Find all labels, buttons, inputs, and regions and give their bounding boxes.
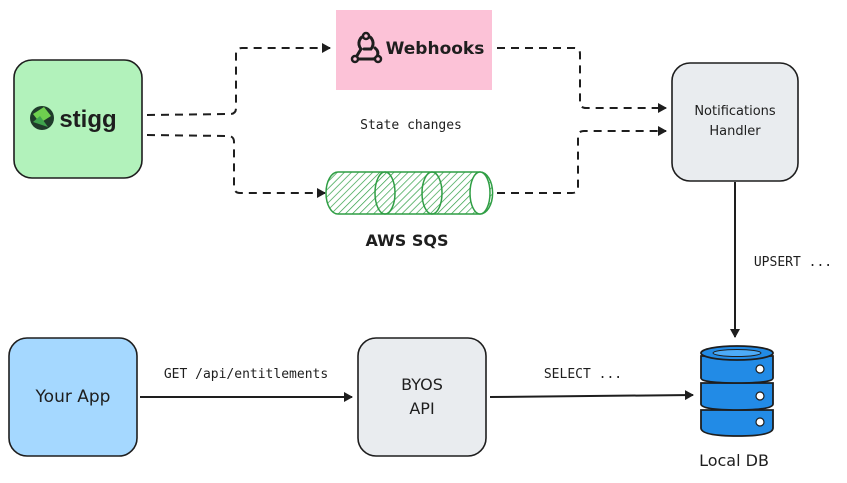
node-your-app[interactable]: Your App <box>8 337 138 457</box>
local-db-label: Local DB <box>699 451 769 470</box>
database-icon <box>700 345 774 437</box>
label-state-changes: State changes <box>360 118 462 133</box>
sqs-label: AWS SQS <box>365 231 448 250</box>
stigg-logo-icon <box>30 106 54 130</box>
node-local-db[interactable]: Local DB <box>699 345 774 470</box>
webhook-icon <box>350 31 383 64</box>
node-stigg[interactable]: stigg <box>13 59 143 179</box>
label-select: SELECT ... <box>544 367 622 382</box>
byos-label-line1: BYOS <box>401 375 443 394</box>
stigg-label: stigg <box>59 106 116 133</box>
edges <box>140 43 740 402</box>
label-get-request: GET /api/entitlements <box>164 367 328 382</box>
node-sqs[interactable]: AWS SQS <box>325 171 494 250</box>
edge-stigg-to-sqs <box>146 134 326 198</box>
your-app-label: Your App <box>35 387 111 407</box>
edge-byos-to-db <box>489 390 694 401</box>
edge-webhooks-to-handler <box>497 47 667 113</box>
node-byos-api[interactable]: BYOS API <box>357 337 487 457</box>
webhooks-label: Webhooks <box>386 39 485 59</box>
handler-label-line1: Notifications <box>694 104 776 119</box>
byos-label-line2: API <box>409 399 434 418</box>
node-notifications-handler[interactable]: Notifications Handler <box>671 62 799 182</box>
handler-label-line2: Handler <box>709 124 761 139</box>
node-webhooks[interactable]: Webhooks <box>336 10 492 90</box>
edge-sqs-to-handler <box>497 126 667 194</box>
label-upsert: UPSERT ... <box>754 255 832 270</box>
edge-stigg-to-webhooks <box>146 43 331 116</box>
